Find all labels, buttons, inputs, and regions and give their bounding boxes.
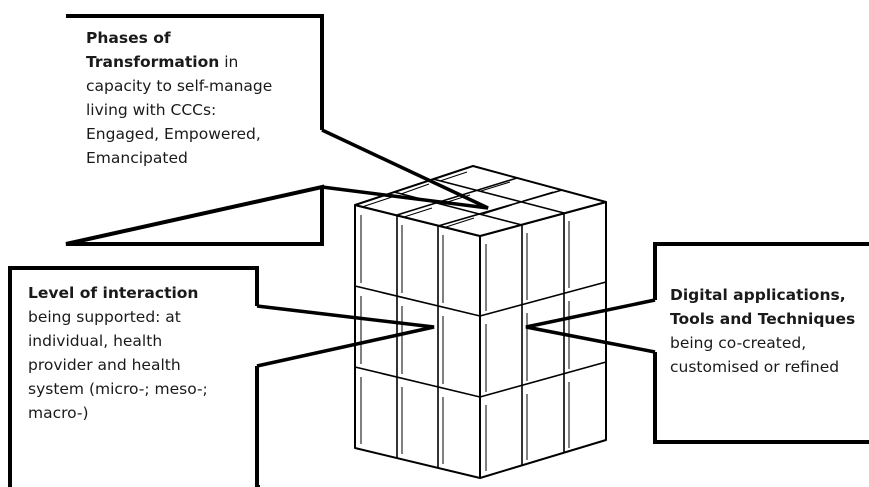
level-box bbox=[8, 266, 260, 487]
level-line-3: individual, health bbox=[28, 332, 163, 350]
phases-line-3: capacity to self-manage bbox=[86, 77, 273, 95]
digital-box bbox=[653, 242, 869, 444]
phases-line-4: living with CCCs: bbox=[86, 101, 217, 119]
digital-callout: Digital applications, Tools and Techniqu… bbox=[670, 283, 866, 379]
phases-line-1: Phases of bbox=[86, 29, 171, 47]
level-line-2: being supported: at bbox=[28, 308, 181, 326]
phases-box bbox=[65, 14, 324, 246]
digital-line-1: Digital applications, bbox=[670, 286, 846, 304]
cube-bevels bbox=[360, 171, 570, 471]
level-line-5: system (micro-; meso-; bbox=[28, 380, 208, 398]
phases-line-2: Transformation in bbox=[86, 53, 239, 71]
digital-line-4: customised or refined bbox=[670, 358, 840, 376]
level-line-4: provider and health bbox=[28, 356, 181, 374]
callout-boxes bbox=[8, 14, 869, 487]
level-line-1: Level of interaction bbox=[28, 284, 199, 302]
digital-line-3: being co-created, bbox=[670, 334, 807, 352]
callout-pointers bbox=[256, 128, 656, 368]
phases-callout: Phases of Transformation in capacity to … bbox=[86, 26, 318, 170]
level-pointer bbox=[256, 304, 435, 368]
digital-pointer bbox=[525, 298, 656, 354]
level-line-6: macro-) bbox=[28, 404, 89, 422]
level-callout: Level of interaction being supported: at… bbox=[28, 281, 254, 425]
phases-line-6: Emancipated bbox=[86, 149, 188, 167]
phases-line-5: Engaged, Empowered, bbox=[86, 125, 261, 143]
cube bbox=[354, 165, 607, 479]
digital-line-2: Tools and Techniques bbox=[670, 310, 856, 328]
phases-pointer bbox=[321, 128, 489, 210]
